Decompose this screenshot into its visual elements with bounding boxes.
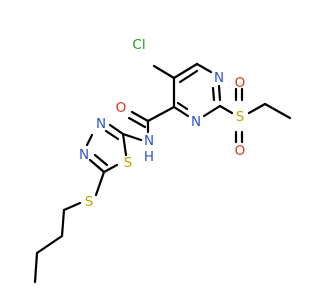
- pyrimidine-ring: [172, 62, 222, 118]
- ethylsulfonyl-group: [218, 87, 292, 144]
- bond-c6-n1: [195, 62, 213, 74]
- atom-n1: N: [214, 70, 224, 86]
- bond-c2-s1: [218, 104, 234, 115]
- bond-ch2-ch3: [263, 102, 292, 120]
- bond-s2-c2t: [121, 132, 128, 157]
- atom-n3: N: [96, 116, 106, 132]
- carboxamide-group: [121, 105, 176, 142]
- atom-sulfonyl-s: S: [236, 109, 245, 125]
- bond-nh-c2t: [121, 132, 143, 142]
- bond-c2t-n3-double: [104, 129, 120, 141]
- bond-n2-c4-double: [176, 101, 189, 111]
- butylthio-chain: [33, 170, 106, 284]
- atom-n2: N: [191, 114, 201, 130]
- bond-c5t-s3: [94, 170, 106, 197]
- bond-c2t-n3: [108, 123, 125, 136]
- bond-co-o: [130, 110, 150, 123]
- atom-thioether-s: S: [85, 194, 94, 210]
- bond-c5-c6: [172, 62, 199, 80]
- bond-c5-c6-double: [178, 69, 199, 84]
- bond-n1-c2: [217, 84, 222, 102]
- thiadiazole-ring: [85, 123, 128, 174]
- bond-n4-c5t-double: [93, 153, 109, 167]
- bond-n3-n4: [85, 133, 94, 147]
- atom-n4: N: [79, 147, 89, 163]
- bond-c4-co: [146, 105, 176, 123]
- atom-amide-h: H: [144, 149, 154, 165]
- bond-co-o-double: [127, 116, 147, 129]
- atom-ring-s: S: [124, 155, 133, 171]
- bond-c5t-s2: [102, 163, 119, 174]
- atom-sulfonyl-o-top: O: [235, 75, 246, 91]
- bond-s3-c1: [62, 201, 82, 212]
- atom-carbonyl-o: O: [116, 100, 127, 116]
- bond-n1-c2-double: [211, 86, 216, 102]
- bond-c2-c3: [35, 234, 64, 255]
- bond-c3-c4: [33, 251, 39, 284]
- atom-chlorine: Cl: [132, 37, 145, 53]
- structure-svg: Cl N N S O O O N H N N S S: [33, 37, 292, 284]
- bond-c1-c2: [60, 208, 66, 238]
- bond-n4-c5t: [88, 158, 106, 174]
- bond-c2-n2: [202, 104, 222, 118]
- bond-s1-ch2: [247, 102, 267, 115]
- atom-sulfonyl-o-bottom: O: [235, 143, 246, 159]
- molecule-diagram: Cl N N S O O O N H N N S S: [33, 37, 292, 284]
- bond-n2-c4: [172, 105, 190, 118]
- atom-amide-n: N: [144, 133, 154, 149]
- bond-c5-cl: [152, 64, 176, 80]
